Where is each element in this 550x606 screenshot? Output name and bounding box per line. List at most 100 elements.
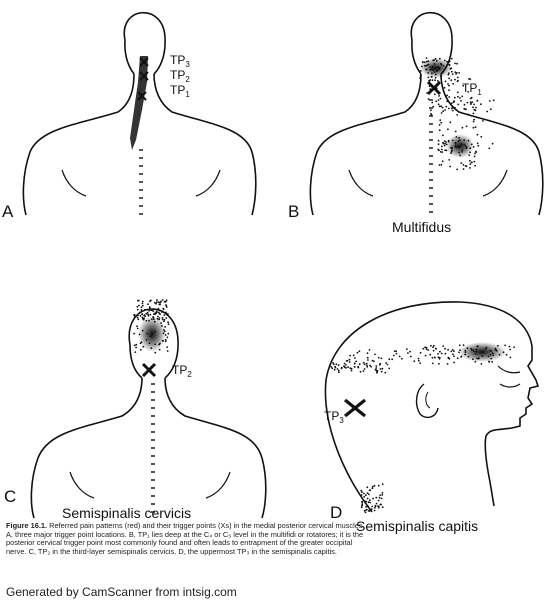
pain-dot — [430, 68, 432, 71]
pain-dot — [148, 342, 151, 345]
pain-dot — [438, 149, 440, 152]
pain-dot — [440, 352, 443, 355]
pain-dot — [377, 356, 380, 359]
pain-dot — [366, 366, 369, 368]
pain-dot — [161, 299, 164, 301]
pain-dot — [444, 352, 447, 355]
pain-dot — [438, 66, 441, 69]
pain-dot — [151, 309, 153, 312]
pain-dot — [366, 352, 369, 355]
pain-dot — [373, 360, 375, 363]
pain-dot — [475, 106, 477, 109]
pain-dot — [371, 487, 374, 490]
panel-d-muscle-name: Semispinalis capitis — [356, 518, 478, 534]
pain-dot — [442, 65, 445, 67]
pain-dot — [455, 72, 458, 74]
pain-dot — [386, 363, 389, 366]
pain-dot — [492, 354, 494, 356]
pain-dot — [143, 314, 146, 317]
pain-dot — [480, 363, 483, 365]
pain-dot — [136, 305, 139, 308]
pain-dot — [429, 66, 431, 68]
pain-dot — [472, 358, 474, 361]
pain-dot — [443, 140, 446, 143]
pain-dot — [434, 57, 437, 60]
pain-dot — [380, 357, 383, 360]
pain-dot — [148, 319, 151, 322]
pain-dot — [447, 140, 450, 143]
caption-line-2: A, three major trigger point locations. … — [6, 529, 364, 539]
pain-dot — [150, 347, 153, 350]
pain-dot — [368, 493, 370, 496]
pain-dot — [161, 339, 164, 342]
pain-dot — [362, 370, 365, 372]
pain-dot — [434, 73, 437, 76]
pain-dot — [450, 150, 453, 153]
pain-dot — [138, 304, 140, 307]
pain-dot — [453, 106, 456, 109]
pain-dot — [472, 112, 475, 115]
pain-dot — [445, 105, 448, 108]
pain-dot — [449, 165, 451, 168]
pain-dot — [374, 506, 376, 509]
pain-dot — [448, 84, 450, 87]
pain-dot — [442, 345, 445, 347]
pain-dot — [475, 151, 478, 154]
pain-dot — [407, 352, 409, 354]
pain-dot — [334, 366, 337, 369]
pain-dot — [440, 163, 443, 166]
pain-dot — [432, 349, 435, 352]
pain-dot — [425, 57, 428, 59]
pain-dot — [361, 491, 363, 493]
pain-dot — [374, 353, 376, 356]
pain-dot — [422, 347, 425, 350]
pain-dot — [455, 136, 458, 138]
pain-dot — [434, 347, 437, 350]
pain-dot — [381, 367, 384, 370]
pain-dot — [431, 79, 434, 81]
pain-dot — [153, 320, 156, 323]
panel-b-pain-stipple — [419, 57, 495, 171]
pain-dot — [346, 359, 349, 362]
pain-dot — [442, 141, 444, 144]
pain-dot — [348, 358, 351, 361]
pain-dot — [509, 348, 511, 351]
pain-dot — [139, 349, 142, 351]
pain-dot — [448, 89, 450, 91]
pain-dot — [154, 343, 156, 346]
svg-text:TP2: TP2 — [170, 68, 190, 84]
pain-dot — [146, 332, 149, 335]
pain-dot — [160, 322, 163, 324]
pain-dot — [467, 113, 470, 116]
pain-dot — [469, 101, 472, 104]
pain-dot — [439, 350, 441, 353]
caption-line-4: nerve. C, TP₂ in the third-layer semispi… — [6, 546, 337, 556]
pain-dot — [363, 363, 366, 366]
pain-dot — [451, 109, 454, 112]
panel-b-trigger-point — [426, 80, 442, 96]
pain-dot — [358, 350, 361, 353]
panel-c-pain-stipple — [133, 299, 170, 354]
pain-dot — [354, 357, 356, 359]
pain-dot — [452, 83, 454, 85]
pain-dot — [458, 151, 460, 154]
pain-dot — [465, 108, 467, 111]
pain-dot — [475, 350, 478, 353]
pain-dot — [469, 167, 471, 169]
pain-dot — [155, 302, 158, 305]
pain-dot — [330, 366, 333, 368]
pain-dot — [134, 351, 137, 353]
pain-dot — [476, 142, 479, 145]
pain-dot — [435, 100, 438, 103]
pain-dot — [457, 103, 459, 106]
pain-dot — [145, 312, 148, 315]
pain-dot — [448, 77, 450, 80]
pain-dot — [450, 152, 452, 155]
pain-dot — [431, 362, 434, 365]
pain-dot — [427, 63, 430, 66]
pain-dot — [451, 102, 453, 104]
pain-dot — [471, 101, 474, 103]
pain-dot — [163, 300, 166, 303]
pain-dot — [343, 365, 345, 368]
pain-dot — [488, 100, 491, 102]
